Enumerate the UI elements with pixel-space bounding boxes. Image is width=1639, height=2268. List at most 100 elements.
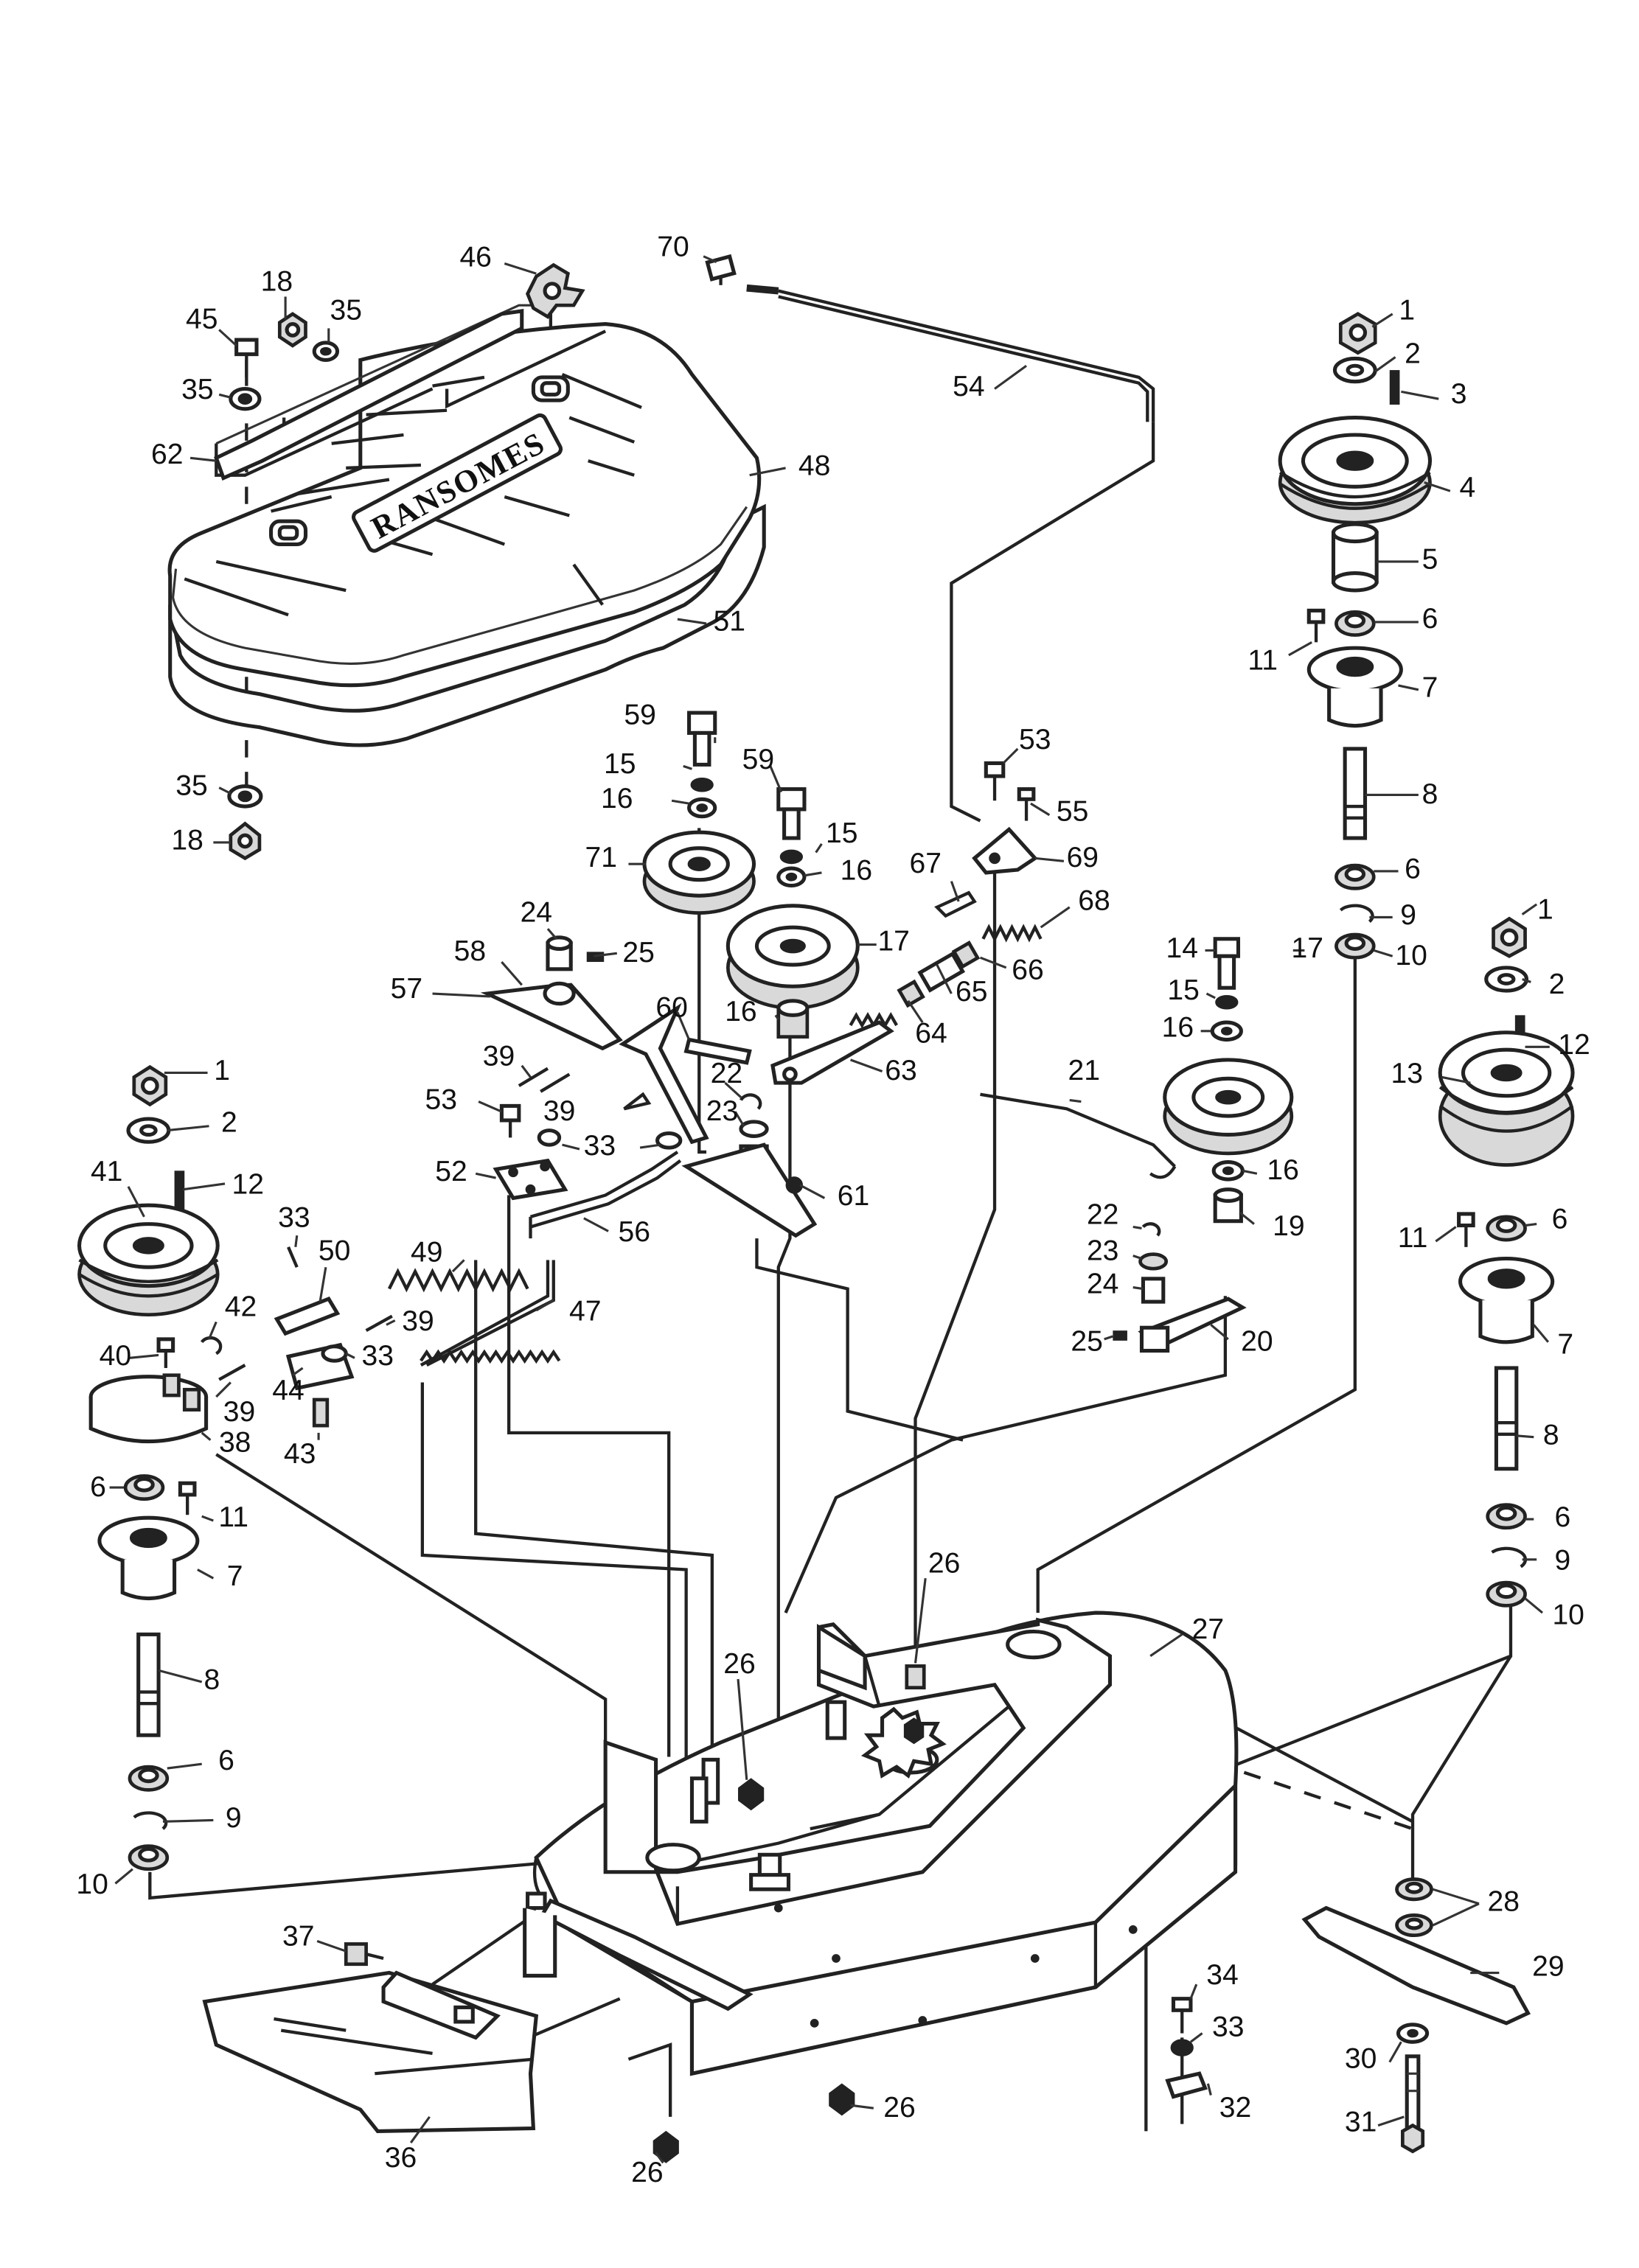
- far-right-spindle-assembly: [1438, 916, 1575, 1608]
- callout-67: 67: [909, 848, 941, 879]
- callout-69: 69: [1067, 842, 1099, 873]
- callout-10: 10: [76, 1869, 108, 1900]
- callout-12: 12: [232, 1169, 264, 1201]
- callout-20: 20: [1241, 1326, 1273, 1358]
- callout-21: 21: [1068, 1055, 1100, 1086]
- callout-26: 26: [928, 1547, 960, 1579]
- control-rod: [746, 284, 1155, 422]
- callout-52: 52: [435, 1156, 467, 1187]
- callout-65: 65: [956, 976, 987, 1008]
- callout-70: 70: [657, 231, 689, 263]
- callout-23: 23: [1087, 1235, 1118, 1266]
- deck-cover: RANSOMES: [167, 304, 766, 747]
- callout-34: 34: [1206, 1959, 1238, 1991]
- cover-hardware: [227, 254, 737, 861]
- lift-linkage: [200, 1067, 683, 1428]
- callout-31: 31: [1345, 2106, 1377, 2138]
- callout-62: 62: [151, 439, 183, 470]
- callout-1: 1: [1537, 893, 1553, 925]
- callout-25: 25: [1071, 1326, 1102, 1358]
- callout-44: 44: [272, 1375, 304, 1406]
- callout-57: 57: [391, 973, 422, 1005]
- callout-32: 32: [1219, 2092, 1251, 2124]
- callout-6: 6: [90, 1471, 106, 1503]
- callout-16: 16: [725, 996, 756, 1027]
- callout-45: 45: [186, 303, 218, 335]
- callout-16: 16: [1162, 1012, 1194, 1044]
- callout-26: 26: [723, 1648, 755, 1680]
- callout-71: 71: [585, 842, 617, 873]
- callout-54: 54: [953, 371, 984, 402]
- callout-63: 63: [885, 1055, 916, 1086]
- callout-2: 2: [1549, 969, 1565, 1000]
- callout-2: 2: [221, 1107, 237, 1139]
- idler-bracket-assembly: [480, 935, 818, 1238]
- callout-22: 22: [1087, 1199, 1118, 1231]
- callout-68: 68: [1078, 885, 1110, 917]
- callout-15: 15: [604, 748, 636, 780]
- callout-18: 18: [261, 266, 293, 298]
- callout-18: 18: [171, 825, 203, 856]
- callout-26: 26: [883, 2092, 915, 2124]
- callout-53: 53: [425, 1084, 457, 1115]
- callout-33: 33: [1212, 2011, 1244, 2042]
- callout-39: 39: [483, 1041, 515, 1072]
- callout-29: 29: [1532, 1950, 1564, 1982]
- callout-11: 11: [1398, 1222, 1428, 1254]
- callout-9: 9: [1555, 1544, 1571, 1576]
- callout-15: 15: [1167, 974, 1199, 1006]
- callout-35: 35: [175, 770, 207, 801]
- callout-6: 6: [218, 1745, 234, 1776]
- callout-39: 39: [402, 1305, 434, 1337]
- callout-53: 53: [1019, 724, 1051, 756]
- callout-1: 1: [1399, 295, 1415, 327]
- callout-46: 46: [459, 241, 491, 273]
- callout-64: 64: [915, 1017, 947, 1049]
- callout-15: 15: [826, 817, 857, 849]
- callout-41: 41: [91, 1156, 122, 1187]
- mower-deck-shell: [523, 1611, 1239, 2163]
- callout-56: 56: [619, 1216, 650, 1248]
- callout-33: 33: [362, 1340, 394, 1372]
- callout-48: 48: [798, 450, 830, 482]
- callout-27: 27: [1192, 1613, 1224, 1645]
- callout-9: 9: [226, 1802, 242, 1834]
- callout-6: 6: [1552, 1203, 1568, 1235]
- callout-17: 17: [1292, 932, 1323, 964]
- callout-36: 36: [385, 2142, 417, 2174]
- callout-59: 59: [742, 744, 774, 775]
- callout-14: 14: [1166, 932, 1197, 964]
- callout-7: 7: [1422, 672, 1438, 704]
- callout-47: 47: [569, 1296, 601, 1327]
- callout-60: 60: [655, 991, 687, 1023]
- callout-49: 49: [411, 1236, 442, 1268]
- callout-12: 12: [1558, 1029, 1590, 1061]
- tension-linkage: [770, 761, 1043, 1085]
- callout-43: 43: [284, 1438, 316, 1470]
- callout-19: 19: [1273, 1210, 1304, 1242]
- callout-26: 26: [631, 2157, 663, 2188]
- center-idler-pulleys: [642, 711, 860, 1039]
- callout-8: 8: [1543, 1420, 1559, 1451]
- callout-13: 13: [1391, 1058, 1422, 1089]
- callout-2: 2: [1405, 338, 1421, 369]
- callout-42: 42: [225, 1291, 257, 1323]
- callout-37: 37: [282, 1920, 314, 1952]
- callout-8: 8: [204, 1664, 220, 1696]
- callout-23: 23: [706, 1095, 738, 1127]
- callout-1: 1: [214, 1055, 230, 1086]
- callout-58: 58: [454, 935, 486, 967]
- callout-16: 16: [601, 783, 633, 814]
- right-idler-assembly: [980, 937, 1294, 1353]
- callout-3: 3: [1451, 378, 1467, 410]
- callout-59: 59: [624, 699, 655, 731]
- callout-10: 10: [1552, 1599, 1584, 1631]
- callout-55: 55: [1057, 796, 1088, 828]
- callout-22: 22: [711, 1058, 742, 1089]
- callout-6: 6: [1555, 1501, 1571, 1533]
- callout-33: 33: [584, 1130, 616, 1162]
- callout-leaders: [109, 255, 1550, 2164]
- callout-24: 24: [521, 896, 552, 928]
